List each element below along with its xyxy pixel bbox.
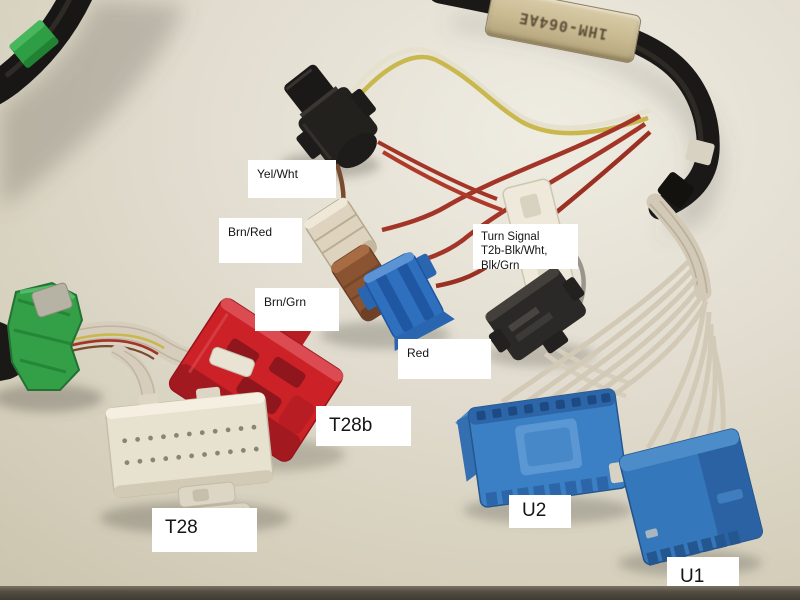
label-brn-grn: Brn/Grn xyxy=(255,288,339,331)
green-tape-marker xyxy=(9,20,59,68)
connector-green xyxy=(0,281,84,391)
connector-u2 xyxy=(455,388,650,508)
label-turn-signal-line2: T2b-Blk/Wht, Blk/Grn xyxy=(481,245,548,272)
label-turn-signal: Turn Signal T2b-Blk/Wht, Blk/Grn xyxy=(473,224,578,272)
connector-blue-small xyxy=(357,252,455,352)
connector-turn-signal-black xyxy=(485,266,586,361)
connector-u1 xyxy=(618,428,763,566)
label-red: Red xyxy=(398,339,491,379)
label-brn-red: Brn/Red xyxy=(219,218,302,263)
label-yel-wht: Yel/Wht xyxy=(248,160,336,198)
label-turn-signal-line1: Turn Signal xyxy=(481,231,540,243)
label-u2: U2 xyxy=(509,495,571,528)
connector-black-top xyxy=(284,64,378,169)
latch-white xyxy=(209,346,255,378)
label-t28b: T28b xyxy=(316,406,411,446)
wires-yellow-white xyxy=(350,47,651,136)
table-edge xyxy=(0,586,800,600)
harness-tape-left xyxy=(0,0,92,105)
part-number-text: 1HM-064AE xyxy=(516,8,610,43)
label-t28: T28 xyxy=(152,508,257,552)
